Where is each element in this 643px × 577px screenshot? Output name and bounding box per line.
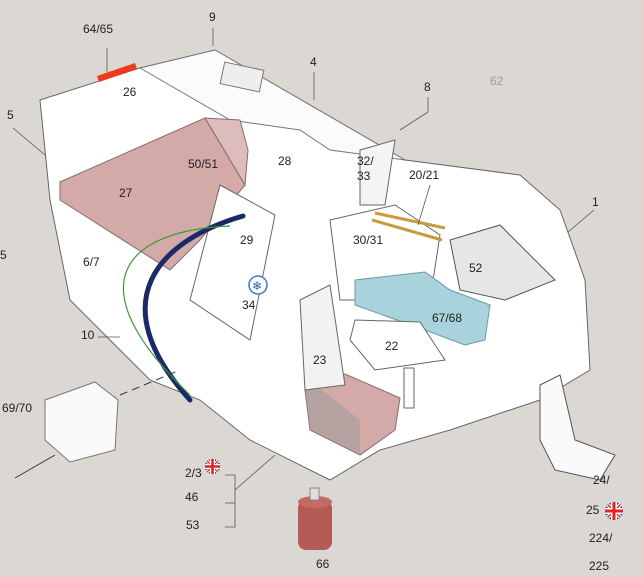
svg-text:❄: ❄ <box>252 279 262 293</box>
table <box>349 319 446 371</box>
door-panel <box>299 284 346 391</box>
label-69-70: 69/70 <box>2 401 33 415</box>
label-6-7: 6/7 <box>83 255 100 269</box>
label-8: 8 <box>424 80 431 94</box>
label-28: 28 <box>278 154 292 168</box>
table-leg <box>403 367 415 409</box>
label-26: 26 <box>123 85 137 99</box>
label-224: 224/ <box>589 531 613 545</box>
label-225: 225 <box>589 559 610 573</box>
uk-flag-icon[interactable] <box>604 501 624 521</box>
seat-box-side <box>305 385 360 455</box>
label-10: 10 <box>81 328 95 342</box>
label-52: 52 <box>469 261 483 275</box>
cable <box>123 225 231 396</box>
cooker-lid <box>359 139 396 206</box>
label-67-68: 67/68 <box>432 311 463 325</box>
label-64-65: 64/65 <box>83 22 114 36</box>
label-62: 62 <box>490 74 504 88</box>
snowflake-icon <box>248 275 268 295</box>
gas-bottle-icon <box>298 487 332 550</box>
slat <box>374 211 446 230</box>
label-32: 32/ <box>357 154 374 168</box>
cab-window <box>449 224 556 301</box>
label-1: 1 <box>592 195 599 209</box>
label-5b: 5 <box>0 248 7 262</box>
label-30-31: 30/31 <box>353 233 384 247</box>
label-24: 24/ <box>593 473 610 487</box>
label-23: 23 <box>313 353 327 367</box>
label-53: 53 <box>186 518 200 532</box>
label-33: 33 <box>357 169 371 183</box>
label-27: 27 <box>119 186 133 200</box>
label-46: 46 <box>185 490 199 504</box>
roof-vent <box>219 61 265 93</box>
water-tank <box>44 381 119 463</box>
label-66: 66 <box>316 557 330 571</box>
label-29: 29 <box>240 233 254 247</box>
label-50-51: 50/51 <box>188 157 219 171</box>
label-25: 25 <box>586 503 600 517</box>
label-2-3: 2/3 <box>185 466 202 480</box>
label-22: 22 <box>385 339 399 353</box>
label-20-21: 20/21 <box>409 168 440 182</box>
wardrobe <box>189 184 276 341</box>
uk-flag-icon[interactable] <box>204 458 221 475</box>
marker-light <box>97 63 137 82</box>
label-9: 9 <box>209 10 216 24</box>
seat-cushions <box>354 271 491 346</box>
label-34: 34 <box>242 298 256 312</box>
slat <box>371 218 443 242</box>
cab-seat <box>539 374 616 481</box>
bed-backrest <box>204 117 249 187</box>
dash-line <box>59 369 181 421</box>
label-4: 4 <box>310 55 317 69</box>
label-5: 5 <box>7 108 14 122</box>
